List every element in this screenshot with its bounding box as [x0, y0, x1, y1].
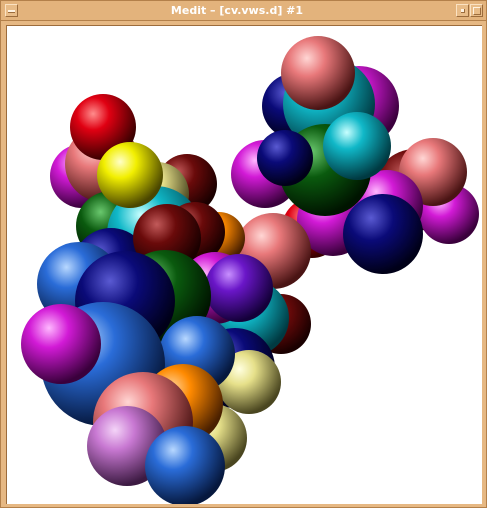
- upper-left-atom-cluster: [50, 94, 245, 304]
- right-atom-cluster: [231, 36, 479, 289]
- atom: [205, 254, 273, 322]
- title-bar[interactable]: Medit – [cv.vws.d] #1: [1, 1, 486, 21]
- atom: [257, 130, 313, 186]
- minimize-icon: [461, 9, 465, 13]
- atom: [145, 426, 225, 504]
- window-menu-button[interactable]: [5, 4, 18, 17]
- atom: [70, 94, 136, 160]
- minimize-button[interactable]: [456, 4, 469, 17]
- atom: [323, 112, 391, 180]
- atom: [21, 304, 101, 384]
- atom: [97, 142, 163, 208]
- maximize-button[interactable]: [470, 4, 483, 17]
- atom: [343, 194, 423, 274]
- lower-atom-cluster: [21, 302, 247, 504]
- maximize-icon: [473, 7, 481, 15]
- window-menu-icon: [8, 10, 15, 13]
- window-title: Medit – [cv.vws.d] #1: [170, 4, 304, 17]
- atom: [281, 36, 355, 110]
- molecule-viewport[interactable]: [6, 25, 482, 504]
- molecule-render: [21, 36, 479, 504]
